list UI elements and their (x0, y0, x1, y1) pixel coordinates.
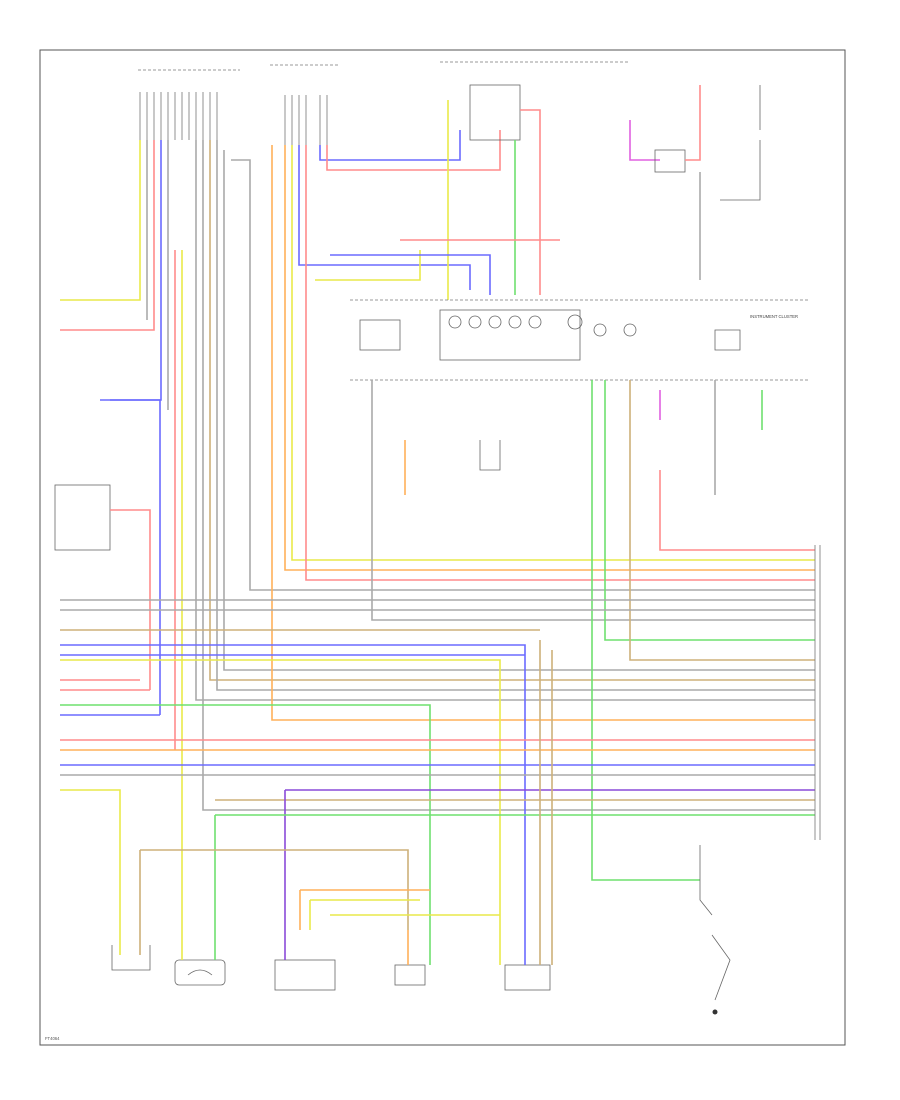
diagram-frame (39, 49, 846, 1046)
middle-harness-wires (271, 130, 815, 721)
oil-temp-sensor (111, 850, 151, 971)
top-relay-area (330, 61, 761, 300)
right-bottom-switch (699, 845, 731, 1015)
left-harness-wires (60, 140, 815, 930)
page-code: FT4064 (45, 1036, 60, 1041)
parking-brake-switch (499, 930, 553, 991)
cluster-output-wires (371, 380, 815, 881)
top-left-connector (138, 69, 240, 140)
top-middle-connector (270, 64, 340, 145)
instrument-cluster-label: INSTRUMENT CLUSTER (750, 314, 798, 319)
instrument-cluster: INSTRUMENT CLUSTER (350, 299, 810, 381)
brake-fluid-switch (394, 930, 431, 986)
bottom-components (111, 845, 731, 1015)
left-components (54, 399, 815, 940)
fuel-level-sensor (174, 930, 226, 986)
right-connector-marks (814, 545, 821, 840)
oil-pressure-sensor (274, 930, 336, 991)
